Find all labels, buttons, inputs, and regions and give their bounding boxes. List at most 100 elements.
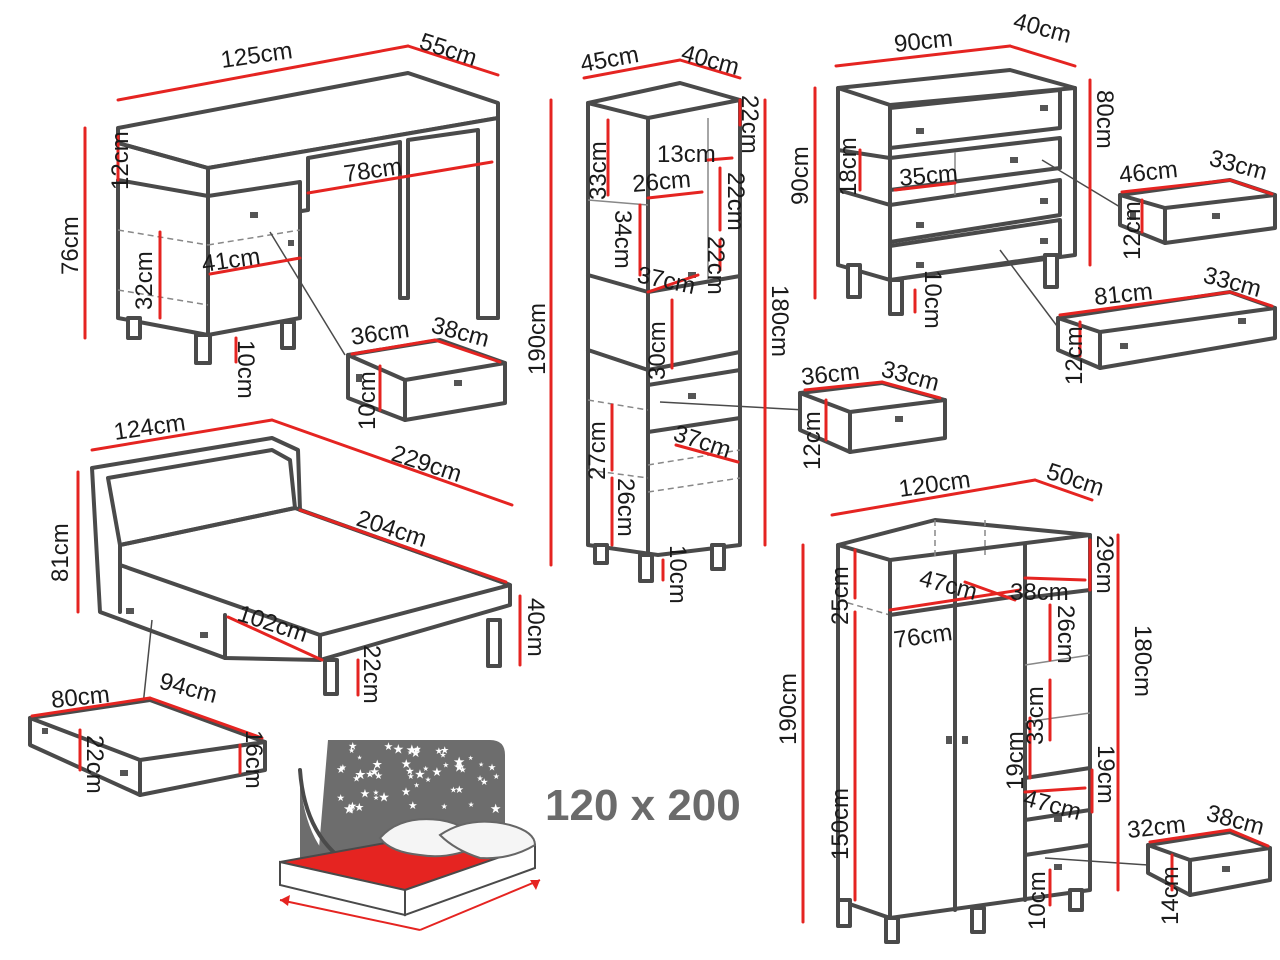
star-icon: ★ [432,765,443,779]
desk-top-gap-label: 12cm [107,131,134,190]
star-icon: ★ [348,742,357,753]
bed-length-label: 229cm [388,440,465,488]
star-icon: ★ [348,746,355,755]
bookcase-mid-compartment-label: 30cm [644,321,671,380]
star-icon: ★ [440,751,447,760]
bed-drawer-height-b-label: 16cm [240,730,267,789]
bookcase-upper-compartment-label: 33cm [585,141,612,200]
desk-drawer-height-label: 10cm [354,371,381,430]
bed-drawer-height-label: 22cm [81,735,108,794]
desk-depth-label: 55cm [416,28,480,72]
star-icon: ★ [407,749,413,756]
star-icon: ★ [435,746,443,756]
star-icon: ★ [401,757,412,771]
bed-height-label: 81cm [47,523,74,582]
star-icon: ★ [393,741,405,756]
bookcase-drawer-width-label: 36cm [800,358,861,391]
bookcase-drawing [549,58,947,583]
dresser-large-drawer-height-label: 12cm [1061,326,1088,385]
star-icon: ★ [414,768,425,782]
bookcase-top-shelf-label: 22cm [736,95,763,154]
bed-illustration: ★★★★★★★★★★★★★★★★★★★★★★★★★★★★★★★★★★★★★★★★… [279,740,541,931]
bookcase-bottom-compartment-label: 26cm [612,478,639,537]
star-icon: ★ [357,755,362,762]
wardrobe-drawing [801,478,1272,944]
star-icon: ★ [441,802,448,811]
dresser-top-drawer-label: 18cm [835,137,862,196]
star-icon: ★ [374,771,383,782]
dresser-depth-label: 40cm [1010,8,1074,49]
bookcase-side-shelf-b-label: 22cm [702,236,729,295]
dresser-drawing [813,44,1277,370]
desk-knee-space-label: 78cm [342,153,404,188]
bookcase-side-shelf-a-label: 22cm [722,172,749,231]
star-icon: ★ [477,774,484,783]
star-icon: ★ [407,772,414,781]
star-icon: ★ [423,764,429,773]
bookcase-inner-small-label: 13cm [657,141,716,168]
bed-drawer-width-label: 80cm [50,681,111,714]
wardrobe-shelf-a-label: 26cm [1052,605,1079,664]
wardrobe-height-body-label: 180cm [1129,625,1156,697]
star-icon: ★ [410,746,421,760]
star-icon: ★ [372,758,383,772]
wardrobe-shelf-c-label: 19cm [1002,731,1029,790]
star-icon: ★ [425,775,432,784]
star-icon: ★ [352,774,360,784]
bookcase-drawer-height-label: 12cm [799,411,826,470]
wardrobe-shelf-b-label: 33cm [1022,686,1049,745]
star-icon: ★ [414,745,421,754]
star-icon: ★ [336,764,346,776]
star-icon: ★ [336,793,345,804]
star-icon: ★ [348,801,358,813]
wardrobe-shelf-d-label: 19cm [1092,745,1119,804]
desk-drawing [83,44,507,422]
bookcase-height-body-label: 180cm [766,285,793,357]
star-icon: ★ [373,794,379,802]
bookcase-inner-height-label: 34cm [609,210,636,269]
wardrobe-height-total-label: 190cm [775,673,802,745]
desk-height-label: 76cm [57,216,84,275]
star-icon: ★ [453,760,465,775]
star-icon: ★ [440,745,449,756]
bed-size-label: 120 x 200 [545,781,741,830]
star-icon: ★ [360,788,370,801]
dresser-width-label: 90cm [893,25,954,58]
star-icon: ★ [408,800,418,812]
bed-drawing [28,418,522,797]
bed-side-height-label: 40cm [522,598,549,657]
star-icon: ★ [478,762,484,769]
star-icon: ★ [378,790,390,805]
dresser-leg-label: 10cm [919,270,946,329]
star-icon: ★ [405,766,414,777]
star-icon: ★ [455,785,464,796]
bookcase-height-total-label: 190cm [524,303,551,375]
star-icon: ★ [453,755,465,770]
bed-width-label: 124cm [112,409,187,446]
dresser-large-drawer-width-label: 81cm [1093,278,1154,311]
star-icon: ★ [459,765,467,775]
wardrobe-drawer-width-label: 32cm [1126,811,1187,844]
bookcase-lower-compartment-label: 27cm [584,421,611,480]
star-icon: ★ [480,776,488,787]
star-icon: ★ [413,745,421,755]
star-icon: ★ [406,741,418,757]
star-icon: ★ [354,802,364,814]
star-icon: ★ [401,787,411,799]
bookcase-inner-width-label: 26cm [631,166,692,198]
bookcase-depth-label: 40cm [678,40,742,81]
star-icon: ★ [354,767,366,782]
star-icon: ★ [493,772,500,781]
star-icon: ★ [348,806,355,815]
star-icon: ★ [373,788,380,797]
star-icon: ★ [443,761,450,770]
star-icon: ★ [343,802,355,817]
star-icon: ★ [414,782,420,789]
dresser-body-height-label: 80cm [1091,90,1118,149]
star-icon: ★ [450,786,457,795]
dresser-small-drawer-height-label: 12cm [1119,201,1146,260]
bookcase-leg-label: 10cm [664,545,691,604]
dresser-small-drawer-width-label: 46cm [1118,156,1179,189]
star-icon: ★ [339,763,347,773]
wardrobe-hanging-height-label: 150cm [827,788,854,860]
